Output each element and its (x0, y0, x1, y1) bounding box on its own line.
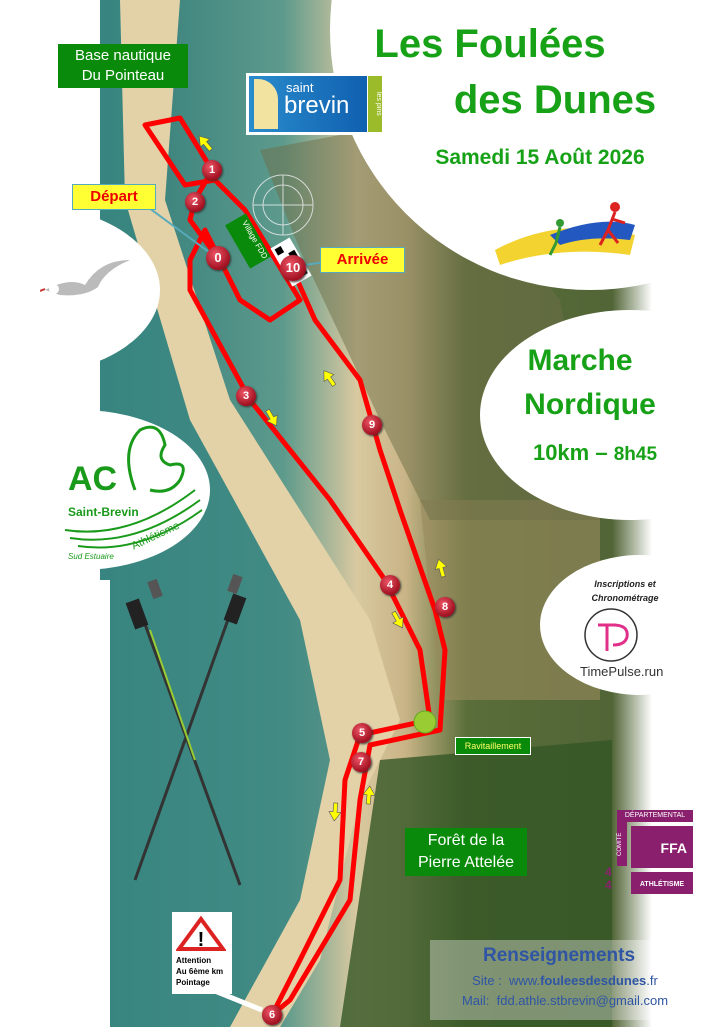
ac-saint-brevin-logo: AC Saint-Brevin Sud Estuaire Athlétisme (60, 420, 210, 570)
site-link[interactable]: www.fouleesdesdunes.fr (509, 973, 658, 988)
site-part: fouleesdesdunes (540, 973, 647, 988)
contact-panel (430, 940, 680, 1020)
km-marker-9: 9 (362, 415, 382, 435)
logo-text: les pins (368, 76, 382, 132)
km-marker-3: 3 (236, 386, 256, 406)
km-marker-8: 8 (435, 597, 455, 617)
event-line-2: Nordique (524, 388, 656, 421)
title-backdrop (330, 0, 712, 290)
mail-label: Mail: (461, 993, 490, 1008)
seagull-icon (40, 260, 130, 296)
label-line: Chronométrage (591, 593, 659, 603)
timepulse-logo-icon (584, 608, 638, 662)
inscriptions-label: Inscriptions et Chronométrage (560, 577, 690, 605)
ferris-wheel-icon (252, 174, 314, 236)
logo-text: 44 (605, 865, 612, 892)
logo-text: AC (68, 460, 118, 498)
event-backdrop (480, 310, 712, 520)
km-marker-1: 1 (202, 160, 222, 180)
site-part: www. (509, 973, 541, 988)
km-marker-2: 2 (185, 192, 205, 212)
logo-text: COMITÉ (617, 822, 627, 866)
label-line: Du Pointeau (81, 67, 165, 84)
logo-text: saint (286, 80, 314, 95)
label-line: Inscriptions et (594, 579, 656, 589)
base-nautique-label: Base nautique Du Pointeau (58, 44, 188, 88)
arrivee-callout: Arrivée (320, 247, 405, 273)
separator: – (595, 440, 608, 465)
timepulse-text: TimePulse.run (580, 664, 664, 679)
site-part: .fr (646, 973, 658, 988)
attention-line: Pointage (176, 978, 210, 987)
logo-text: DÉPARTEMENTAL (617, 810, 693, 822)
logo-text: ATHLÉTISME (631, 872, 693, 894)
nordic-poles-icon (125, 573, 247, 886)
warning-icon: ! (175, 915, 227, 951)
attention-line: Au 6ème km (176, 967, 224, 976)
label-line: Base nautique (75, 47, 171, 64)
attention-line: Attention (176, 956, 212, 965)
contact-mail: Mail: fdd.athle.stbrevin@gmail.com (440, 993, 690, 1008)
logo-text: brevin (284, 92, 350, 119)
ac-backdrop (0, 410, 210, 570)
route (142, 115, 448, 1018)
depart-callout: Départ (72, 184, 156, 210)
ffa-logo: DÉPARTEMENTAL COMITÉ FFA ATHLÉTISME 44 (605, 808, 695, 896)
label-line: Forêt de la (427, 832, 505, 849)
attention-box: ! Attention Au 6ème km Pointage (172, 912, 232, 994)
label-line: Pierre Attelée (417, 854, 515, 871)
foret-label: Forêt de la Pierre Attelée (405, 828, 527, 876)
event-line-1: Marche (527, 344, 633, 377)
event-date: Samedi 15 Août 2026 (435, 146, 645, 169)
contact-heading: Renseignements (482, 945, 636, 966)
logo-text: Sud Estuaire (68, 552, 114, 561)
ravitaillement-label: Ravitaillement (455, 737, 531, 755)
title-line-2: des Dunes (453, 78, 657, 122)
logo-text: Saint-Brevin (68, 505, 139, 519)
site-label: Site : (472, 973, 502, 988)
logo-text: FFA (631, 826, 693, 868)
left-white (0, 580, 110, 1027)
svg-text:!: ! (198, 929, 205, 951)
km-marker-0: 0 (206, 246, 230, 270)
title-line-1: Les Foulées (374, 22, 606, 66)
km-marker-10: 10 (280, 255, 306, 281)
mail-link[interactable]: fdd.athle.stbrevin@gmail.com (496, 993, 669, 1008)
km-marker-5: 5 (352, 723, 372, 743)
km-marker-7: 7 (351, 752, 371, 772)
direction-arrows (198, 135, 448, 822)
km-marker-6: 6 (262, 1005, 282, 1025)
runners-illustration-icon (495, 202, 635, 265)
event-distance-time: 10km – 8h45 (490, 440, 700, 466)
squirrel-icon (64, 425, 203, 549)
km-marker-4: 4 (380, 575, 400, 595)
contact-site: Site : www.fouleesdesdunes.fr (440, 973, 690, 988)
distance: 10km (532, 440, 590, 465)
start-time: 8h45 (613, 444, 658, 465)
saint-brevin-logo: saint brevin les pins (246, 73, 386, 135)
ravitaillement-point (413, 710, 437, 734)
